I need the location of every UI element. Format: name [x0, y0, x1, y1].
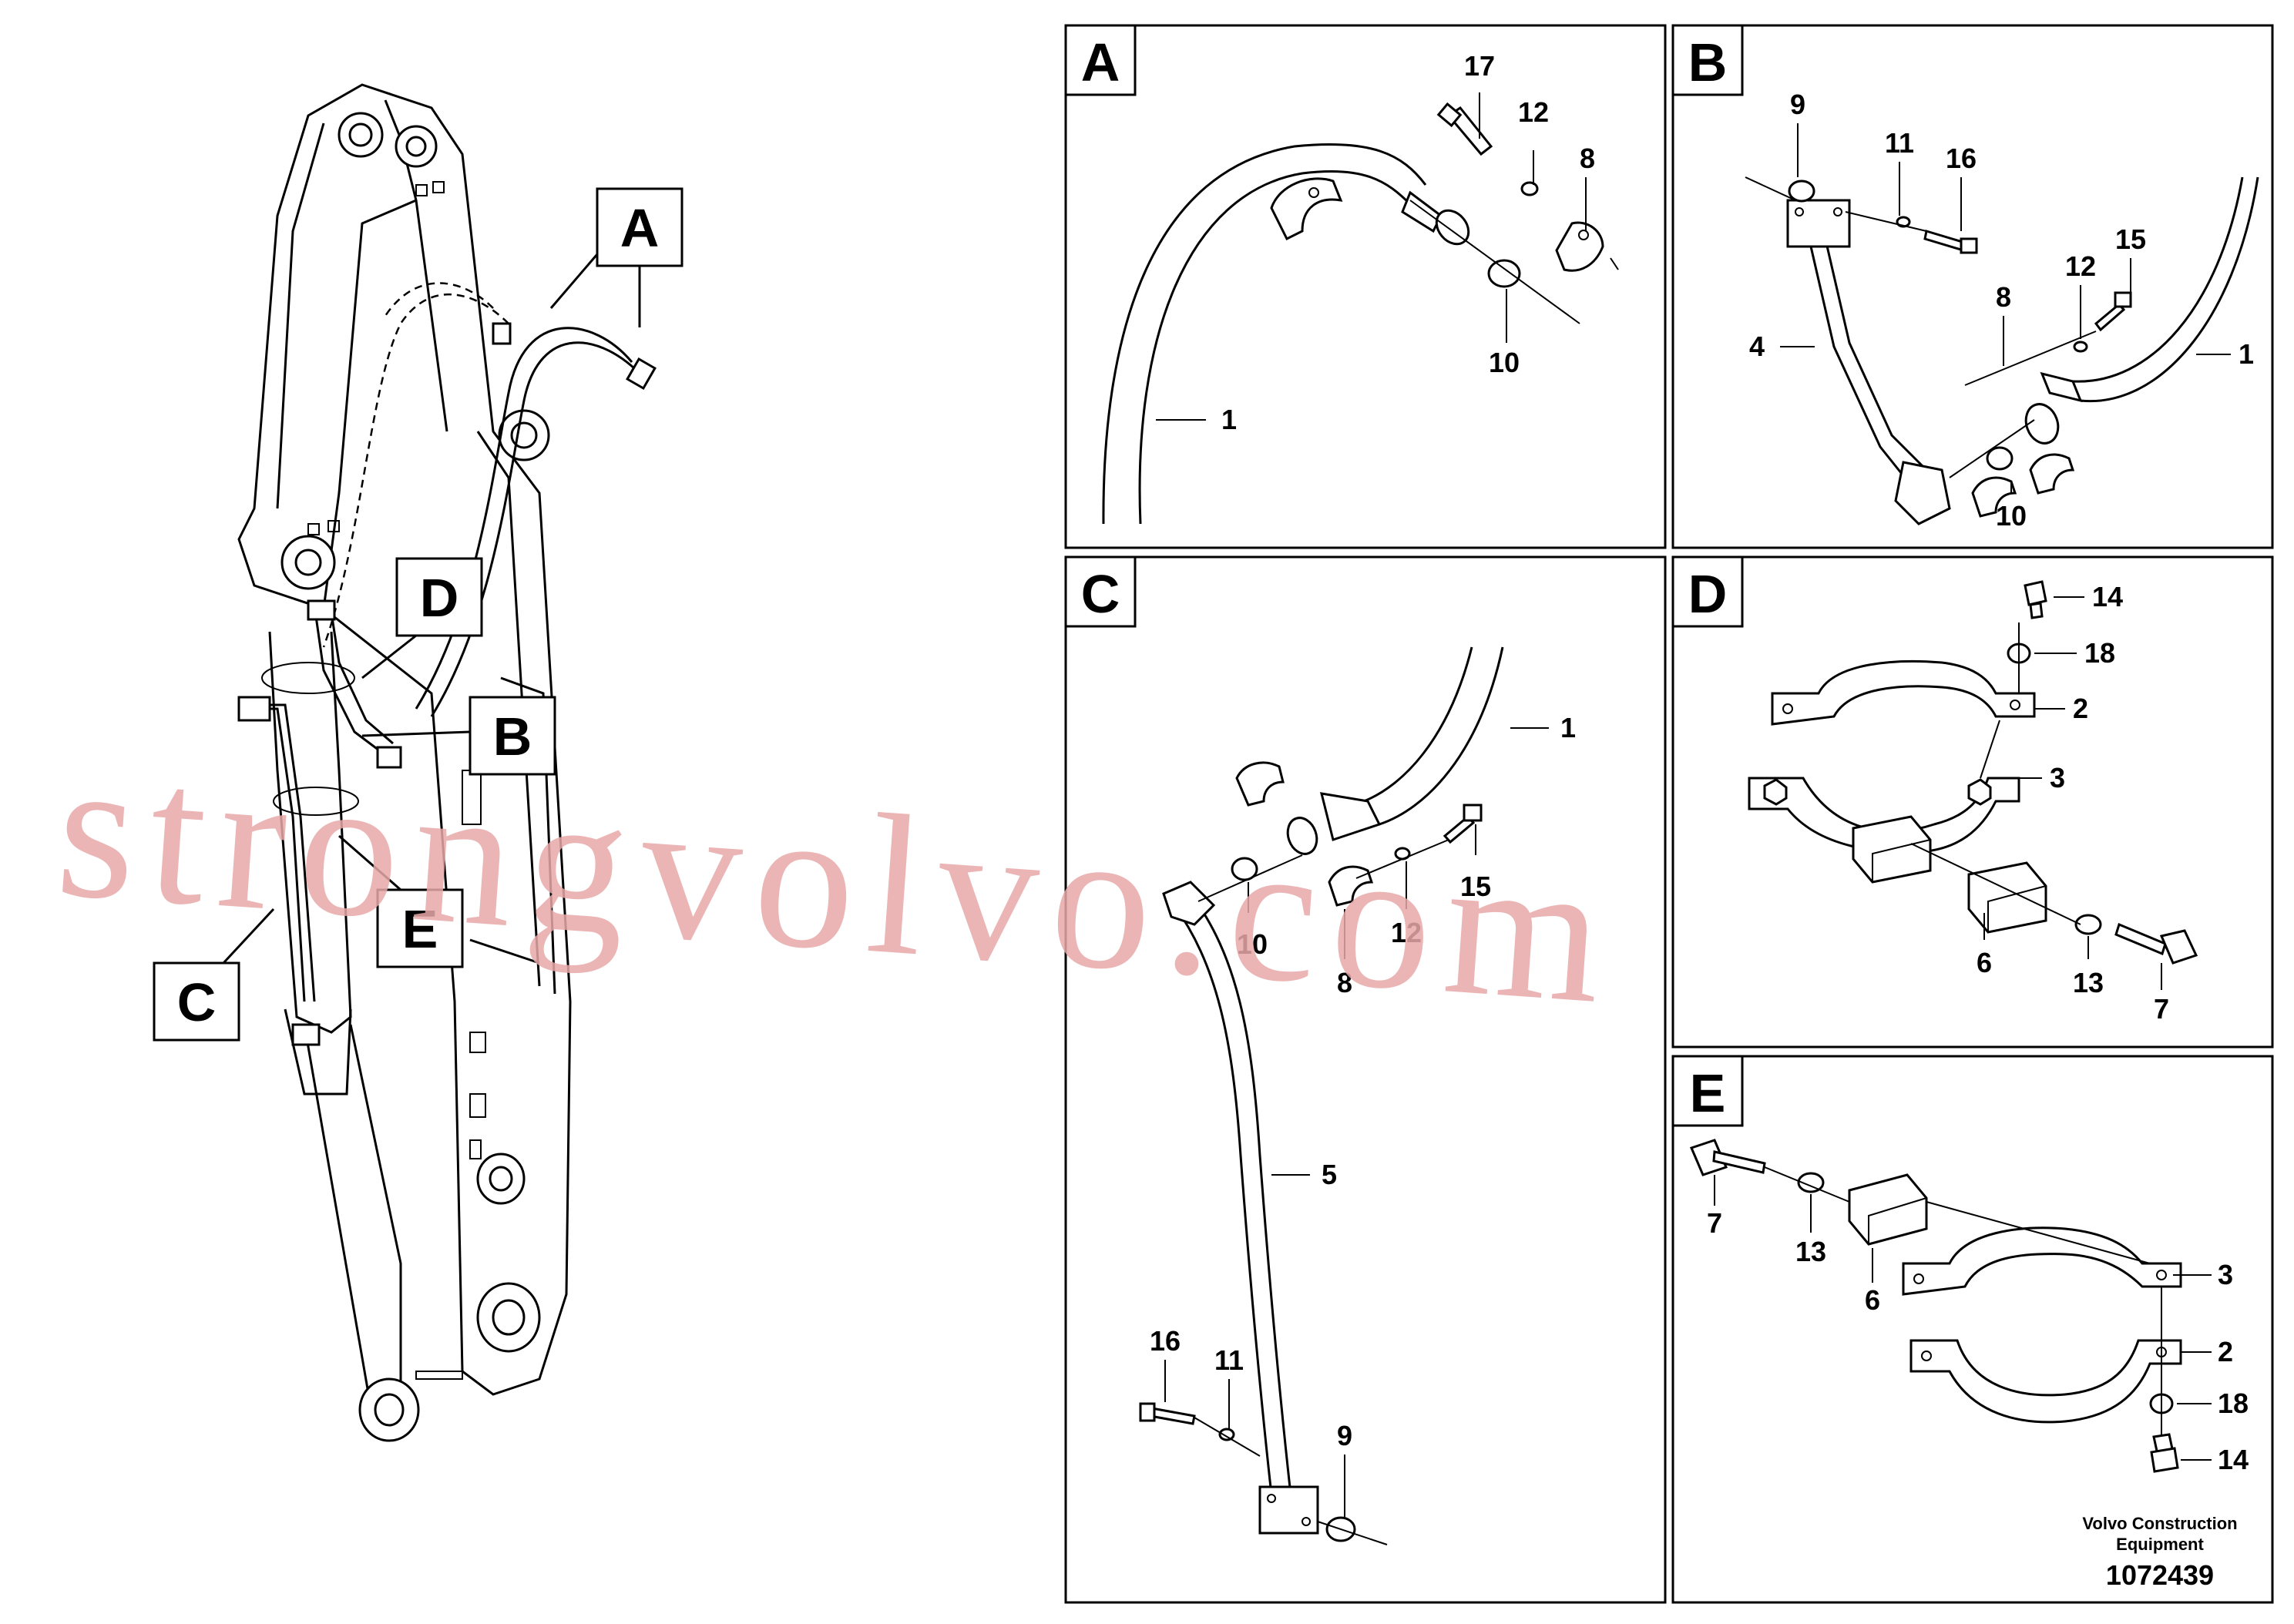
svg-text:E: E: [402, 899, 438, 959]
part-label-1: 1: [1221, 404, 1237, 435]
part-label-11c: 11: [1214, 1344, 1244, 1376]
panel-d-label: D: [1688, 564, 1728, 624]
part-label-9c: 9: [1337, 1420, 1352, 1451]
footer-company-line2: Equipment: [2116, 1535, 2204, 1554]
part-label-14d: 14: [2092, 581, 2123, 612]
part-label-12: 12: [1518, 96, 1549, 128]
part-label-13d: 13: [2073, 967, 2104, 998]
panel-c: C: [1064, 555, 1667, 1604]
part-label-12b: 12: [2065, 250, 2096, 282]
part-label-10b: 10: [1996, 500, 2027, 532]
panel-a-label: A: [1081, 32, 1120, 92]
svg-text:A: A: [620, 198, 660, 258]
part-label-18d: 18: [2084, 637, 2115, 669]
part-label-12c: 12: [1391, 917, 1422, 948]
part-label-10c: 10: [1237, 928, 1268, 960]
part-label-2d: 2: [2073, 693, 2088, 724]
part-label-6d: 6: [1977, 947, 1992, 978]
panel-e: E 7 13 6 3 2 18: [1671, 1055, 2274, 1604]
part-label-8: 8: [1580, 143, 1595, 174]
part-label-11: 11: [1885, 127, 1914, 159]
part-label-8c: 8: [1337, 967, 1352, 998]
part-label-6e: 6: [1865, 1284, 1880, 1316]
part-label-7e: 7: [1707, 1207, 1722, 1239]
part-label-4: 4: [1749, 331, 1765, 362]
panel-b: B: [1671, 24, 2274, 549]
callout-e[interactable]: E: [338, 834, 464, 968]
footer: Volvo Construction Equipment 1072439: [2082, 1514, 2237, 1591]
part-label-17: 17: [1464, 50, 1495, 82]
panel-d: D 14 18 2 3 6: [1671, 555, 2274, 1049]
part-label-13e: 13: [1795, 1236, 1826, 1267]
callout-b[interactable]: B: [361, 696, 556, 776]
svg-text:C: C: [177, 972, 217, 1032]
part-label-8b: 8: [1996, 281, 2011, 313]
part-label-15c: 15: [1460, 871, 1491, 902]
part-label-3d: 3: [2050, 762, 2065, 794]
part-label-7d: 7: [2154, 993, 2169, 1025]
boom-overview: [237, 83, 657, 1442]
svg-text:D: D: [420, 568, 459, 628]
part-label-16c: 16: [1150, 1325, 1181, 1357]
callout-c[interactable]: C: [153, 908, 275, 1042]
part-label-1c: 1: [1560, 712, 1576, 743]
watermark: strongvolvo.com: [51, 716, 1623, 1047]
panel-e-label: E: [1690, 1063, 1726, 1123]
part-label-2e: 2: [2218, 1336, 2233, 1367]
part-label-10: 10: [1489, 347, 1520, 378]
footer-diagram-number: 1072439: [2106, 1559, 2214, 1591]
panel-a: A 17 12 8 10 1: [1064, 24, 1667, 549]
part-label-5: 5: [1322, 1159, 1337, 1190]
part-label-9: 9: [1790, 89, 1805, 120]
part-label-14e: 14: [2218, 1444, 2249, 1475]
svg-text:B: B: [493, 706, 532, 767]
panel-c-label: C: [1081, 564, 1120, 624]
part-label-1b: 1: [2239, 338, 2254, 370]
part-label-16: 16: [1946, 143, 1977, 174]
footer-company: Volvo Construction: [2082, 1514, 2237, 1533]
callout-a[interactable]: A: [549, 187, 683, 327]
part-label-18e: 18: [2218, 1387, 2249, 1419]
callout-d[interactable]: D: [361, 557, 483, 679]
part-label-15: 15: [2115, 223, 2146, 255]
part-label-3e: 3: [2218, 1259, 2233, 1290]
panel-b-label: B: [1688, 32, 1728, 92]
